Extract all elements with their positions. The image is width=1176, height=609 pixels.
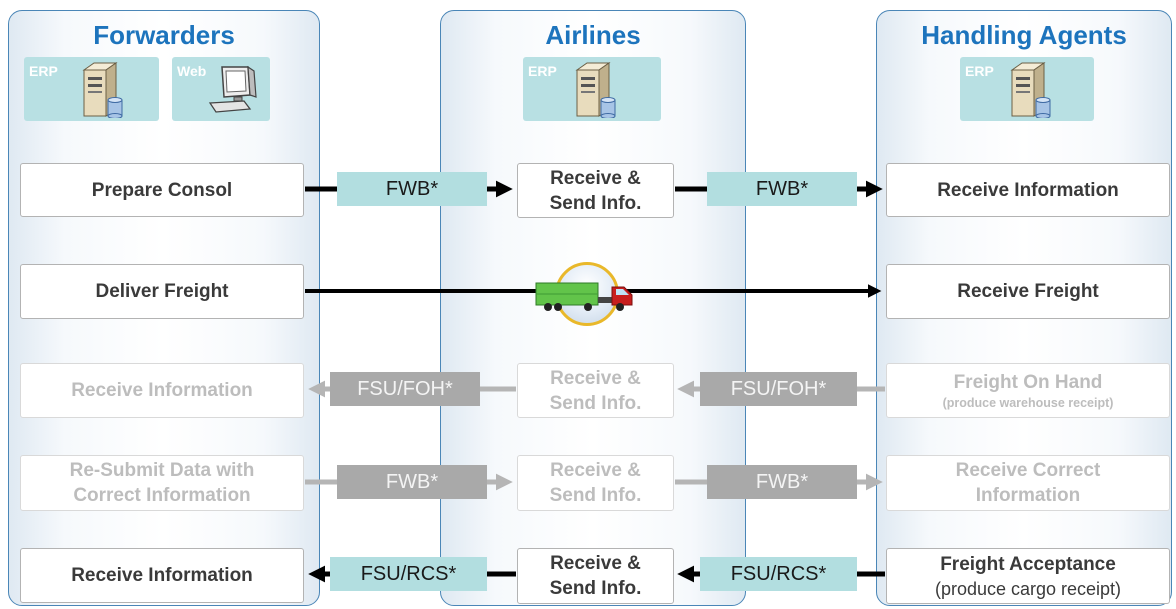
step-label-line1: Receive & — [550, 460, 641, 481]
step-label-line2: Send Info. — [549, 578, 642, 599]
airlines-erp-tile: ERP — [523, 57, 661, 121]
server-database-icon — [1010, 62, 1051, 118]
handling-agents-title: Handling Agents — [921, 20, 1127, 50]
fsu-rcs-message-tag: FSU/RCS* — [700, 557, 857, 591]
step-label: Deliver Freight — [95, 281, 229, 302]
step-label-line2: Send Info. — [549, 485, 642, 506]
fsu-foh-message-tag: FSU/FOH* — [330, 372, 480, 406]
step-label-line1: Receive & — [550, 367, 641, 389]
agents-erp-tile: ERP — [960, 57, 1094, 121]
forwarders-erp-tile: ERP — [24, 57, 159, 121]
resubmit-data-step: Re-Submit Data with Correct Information — [20, 455, 304, 511]
receive-correct-information-step: Receive Correct Information — [886, 455, 1170, 511]
freight-on-hand-step: Freight On Hand (produce warehouse recei… — [886, 363, 1170, 418]
step-label-line2: Send Info. — [549, 392, 642, 414]
step-label: Receive Information — [71, 565, 253, 586]
step-label: Receive Information — [937, 179, 1119, 201]
freight-acceptance-step: Freight Acceptance (produce cargo receip… — [886, 548, 1170, 604]
step-label-line2: Correct Information — [73, 485, 251, 506]
fwb-message-tag: FWB* — [707, 465, 857, 499]
step-label: Receive Information — [71, 380, 253, 401]
server-database-icon — [575, 62, 616, 118]
step-label-line1: Receive & — [550, 553, 641, 574]
receive-send-info-step: Receive & Send Info. — [517, 455, 674, 511]
fwb-message-tag: FWB* — [337, 172, 487, 206]
step-label: Prepare Consol — [91, 179, 233, 201]
forwarders-web-tile: Web — [172, 57, 270, 121]
step-label-line2: (produce warehouse receipt) — [942, 396, 1114, 410]
step-label-line1: Freight On Hand — [953, 372, 1103, 393]
receive-send-info-step: Receive & Send Info. — [517, 548, 674, 604]
erp-label: ERP — [965, 63, 994, 79]
truck-icon — [535, 282, 633, 311]
step-label-line1: Receive Correct — [955, 460, 1101, 481]
web-label: Web — [177, 63, 207, 79]
receive-information-step: Receive Information — [20, 363, 304, 418]
step-label-line1: Freight Acceptance — [940, 553, 1116, 575]
forwarders-title: Forwarders — [93, 20, 235, 50]
receive-freight-step: Receive Freight — [886, 264, 1170, 319]
prepare-consol-step: Prepare Consol — [20, 163, 304, 217]
erp-label: ERP — [528, 63, 557, 79]
receive-send-info-step: Receive & Send Info. — [517, 163, 674, 218]
receive-information-step: Receive Information — [886, 163, 1170, 217]
computer-icon — [208, 65, 257, 113]
fwb-message-tag: FWB* — [337, 465, 487, 499]
fsu-rcs-message-tag: FSU/RCS* — [330, 557, 487, 591]
deliver-freight-step: Deliver Freight — [20, 264, 304, 319]
step-label-line1: Re-Submit Data with — [69, 460, 255, 481]
server-database-icon — [82, 62, 123, 118]
step-label-line2: Information — [975, 485, 1081, 506]
step-label-line1: Receive & — [550, 167, 641, 189]
airlines-title: Airlines — [545, 20, 641, 50]
receive-information-step: Receive Information — [20, 548, 304, 603]
fwb-message-tag: FWB* — [707, 172, 857, 206]
step-label: Receive Freight — [957, 281, 1099, 302]
erp-label: ERP — [29, 63, 58, 79]
fsu-foh-message-tag: FSU/FOH* — [700, 372, 857, 406]
truck-badge — [535, 262, 633, 326]
step-label-line2: Send Info. — [549, 192, 642, 214]
step-label-line2: (produce cargo receipt) — [934, 578, 1122, 599]
receive-send-info-step: Receive & Send Info. — [517, 363, 674, 418]
